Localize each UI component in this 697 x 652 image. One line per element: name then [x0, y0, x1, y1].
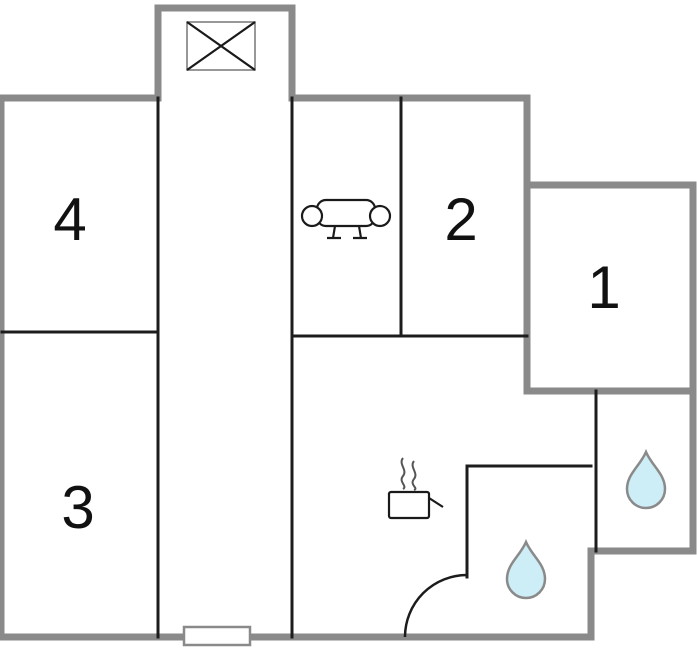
steam-line-right: [411, 460, 417, 491]
room-label-2: 2: [444, 186, 477, 253]
door-swing-arc: [403, 573, 468, 638]
room-label-1: 1: [587, 254, 620, 321]
inner-walls: [0, 96, 598, 639]
water-drop-group: [505, 448, 667, 600]
crossed-box-x-lines: [186, 21, 256, 71]
pot-with-steam-icon: [387, 457, 444, 520]
water-drop-icon-right: [625, 448, 667, 510]
sofa-leg-right: [353, 225, 367, 240]
window-rect: [182, 625, 252, 647]
sofa-body: [315, 198, 377, 228]
crossed-box-icon: [186, 21, 256, 71]
room-label-3: 3: [61, 474, 94, 541]
sofa-arm-left: [300, 204, 324, 228]
steam-line-left: [400, 457, 406, 490]
bathroom-water-drops: [505, 448, 667, 600]
room-label-4: 4: [53, 186, 86, 253]
pot-handle: [428, 497, 444, 508]
pot-body: [387, 490, 431, 520]
water-drop-icon-bottom: [505, 538, 547, 600]
room1-party-wall: [523, 94, 697, 395]
room-labels: 4 3 2 1: [53, 186, 620, 541]
bathroom-bottom-walls: [465, 464, 593, 579]
sofa-icon: [300, 198, 392, 240]
sofa-arm-right: [368, 204, 392, 228]
sofa-leg-left: [327, 225, 341, 240]
outer-walls: [0, 4, 697, 641]
